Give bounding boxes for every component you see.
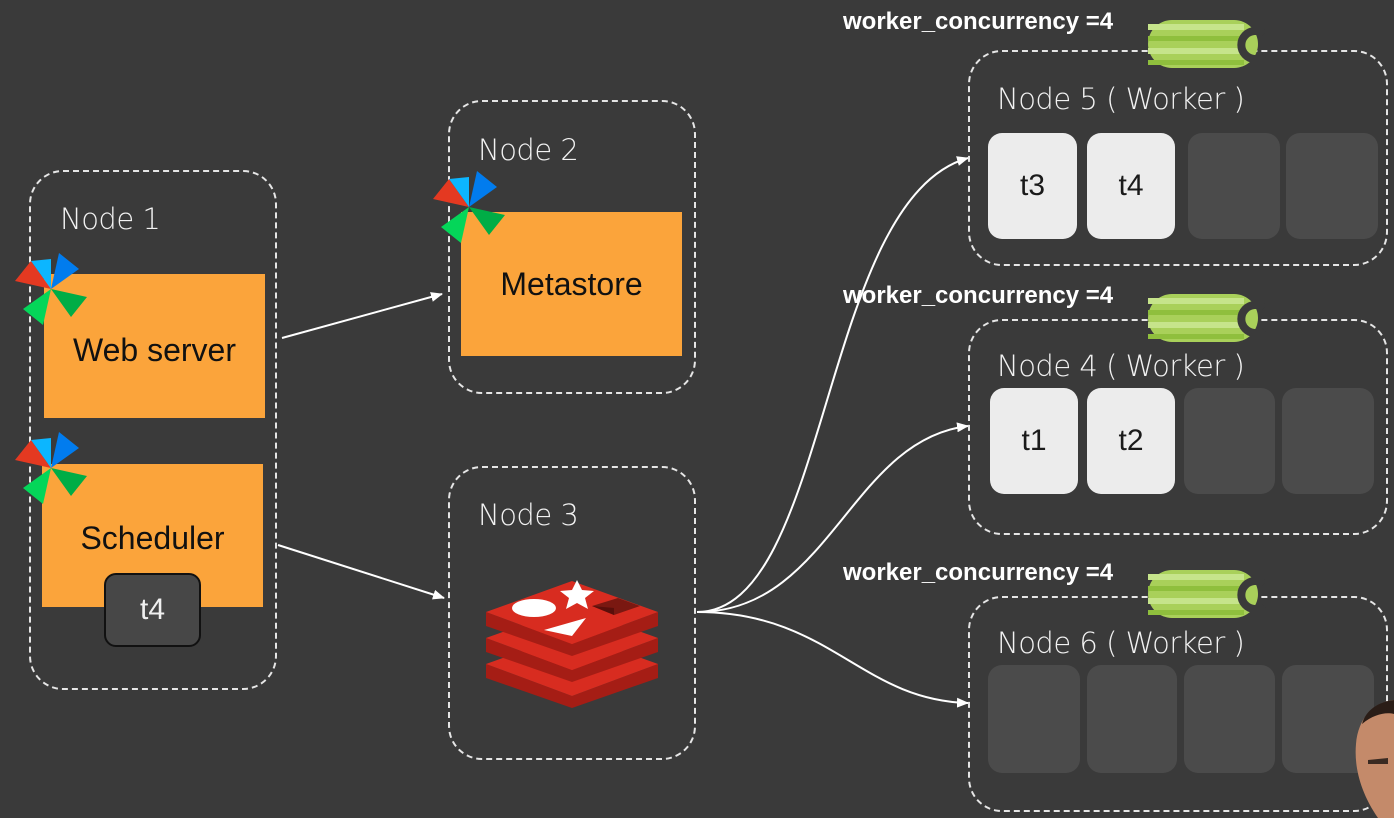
empty-slot <box>1184 388 1275 494</box>
scheduler-label: Scheduler <box>80 520 225 556</box>
worker-concurrency-label: worker_concurrency =4 <box>843 282 1114 309</box>
empty-slot <box>1188 133 1280 239</box>
empty-slot <box>1087 665 1177 773</box>
redis-logo-icon <box>486 580 658 708</box>
task-slot: t2 <box>1087 388 1175 494</box>
empty-slot <box>1184 665 1275 773</box>
node-1-container <box>29 170 277 690</box>
node-2-container <box>448 100 696 394</box>
worker-node-title: Node 4 ( Worker ) <box>997 349 1245 383</box>
celery-logo-icon <box>1148 570 1266 618</box>
celery-logo-icon <box>1148 20 1266 68</box>
arrow-webserver-to-metastore <box>281 292 443 339</box>
task-label: t4 <box>1118 169 1144 202</box>
node-2-title: Node 2 <box>478 133 579 167</box>
airflow-logo-icon <box>433 171 505 243</box>
task-label: t1 <box>1021 424 1047 457</box>
node-3-container <box>448 466 696 760</box>
worker-concurrency-label: worker_concurrency =4 <box>843 8 1114 35</box>
task-slot: t1 <box>990 388 1078 494</box>
task-slot: t4 <box>1087 133 1175 239</box>
arrow-scheduler-to-redis <box>277 544 445 600</box>
scheduler-task-t4: t4 <box>104 573 201 647</box>
task-label: t3 <box>1019 169 1046 202</box>
node-1-title: Node 1 <box>60 202 161 236</box>
worker-node-title: Node 5 ( Worker ) <box>997 82 1245 116</box>
arrow-redis-to-node4 <box>696 422 969 613</box>
empty-slot <box>988 665 1080 773</box>
airflow-logo-icon <box>15 432 87 504</box>
worker-node-title: Node 6 ( Worker ) <box>997 626 1245 660</box>
scheduler-task-label: t4 <box>139 593 166 626</box>
celery-logo-icon <box>1148 294 1266 342</box>
node-3-title: Node 3 <box>478 498 579 532</box>
empty-slot <box>1286 133 1378 239</box>
metastore-label: Metastore <box>500 265 643 302</box>
task-label: t2 <box>1118 424 1144 457</box>
task-slot: t3 <box>988 133 1077 239</box>
arrow-redis-to-node5 <box>696 156 969 613</box>
metastore-box: Metastore <box>461 212 682 356</box>
empty-slot <box>1282 388 1374 494</box>
presenter-avatar <box>1355 700 1394 818</box>
arrow-redis-to-node6 <box>696 611 969 708</box>
worker-concurrency-label: worker_concurrency =4 <box>843 559 1114 586</box>
scheduler-box: Scheduler <box>42 464 263 607</box>
airflow-logo-icon <box>15 253 87 325</box>
web-server-label: Web server <box>72 331 236 368</box>
